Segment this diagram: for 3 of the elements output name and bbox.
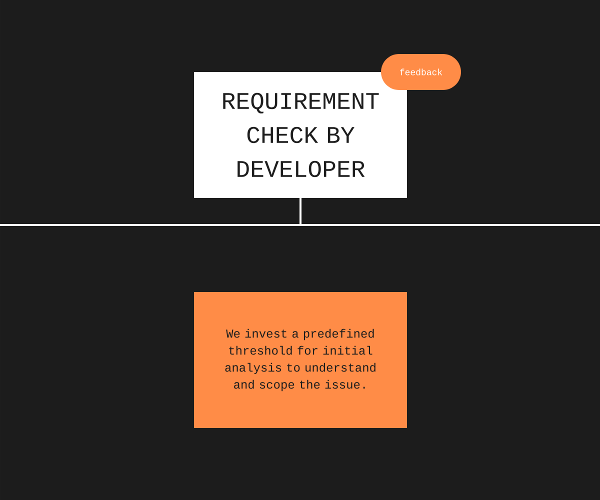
description-box: We invest a predefined threshold for initial analysis to understand and scope the issue.: [194, 292, 407, 428]
timeline-bar: [0, 224, 600, 226]
connector-line: [300, 198, 302, 224]
